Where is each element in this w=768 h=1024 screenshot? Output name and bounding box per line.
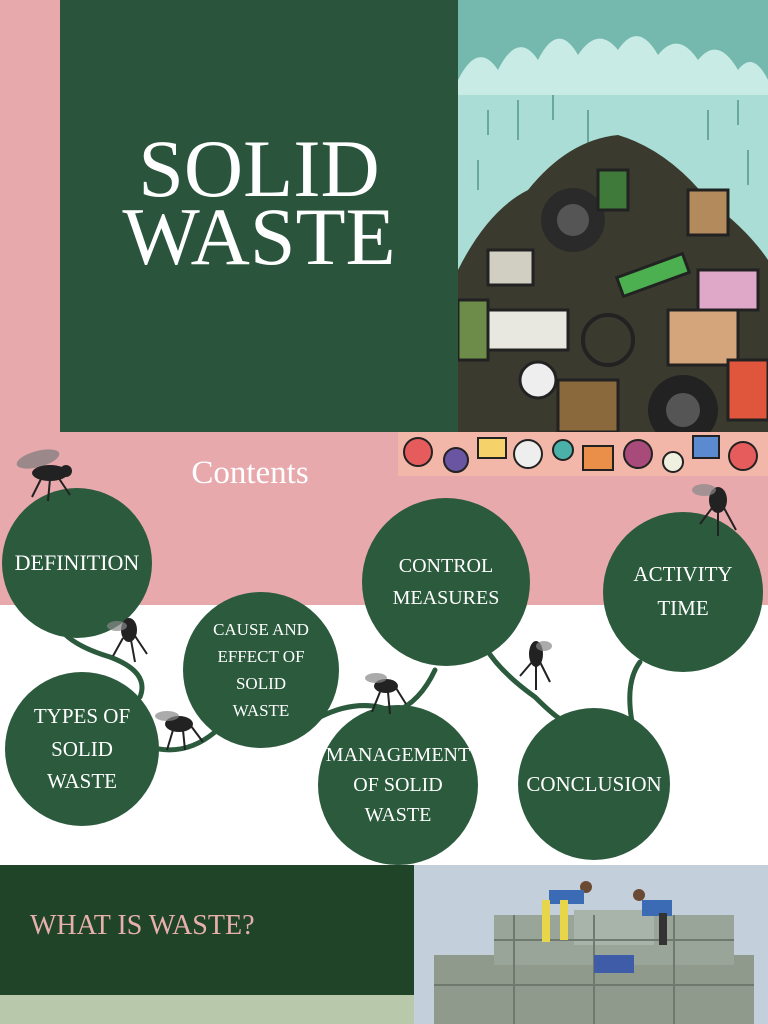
recycling-bales-photo: [414, 865, 768, 1024]
doodle-pattern-strip: [398, 432, 768, 476]
slide-title-line2: WASTE: [122, 191, 396, 282]
slide1-title-panel: [60, 0, 458, 432]
fly-icon: [519, 641, 552, 690]
slide3-title-panel: [0, 865, 414, 995]
fly-icon: [107, 618, 148, 663]
fly-icon: [365, 673, 407, 715]
topic-management[interactable]: MANAGEMENT OF SOLID WASTE: [318, 705, 478, 865]
contents-heading: Contents: [191, 455, 309, 491]
topic-control-measures[interactable]: CONTROL MEASURES: [362, 498, 530, 666]
topic-conclusion[interactable]: CONCLUSION: [518, 708, 670, 860]
topic-cause-and-effect[interactable]: CAUSE AND EFFECT OF SOLID WASTE: [183, 592, 339, 748]
fly-icon: [692, 484, 737, 536]
topic-types-of-solid-waste[interactable]: TYPES OF SOLID WASTE: [5, 672, 159, 826]
slide3-sage-band: [0, 995, 414, 1024]
topic-definition[interactable]: DEFINITION: [2, 488, 152, 638]
slide3-heading: WHAT IS WASTE?: [30, 910, 255, 941]
slide-title-line1: SOLID: [138, 123, 380, 214]
garbage-pile-illustration: [458, 0, 768, 432]
topic-activity-time[interactable]: ACTIVITY TIME: [603, 512, 763, 672]
slide1-pink-band: [0, 0, 60, 432]
fly-icon: [16, 449, 72, 502]
fly-icon: [155, 711, 204, 751]
